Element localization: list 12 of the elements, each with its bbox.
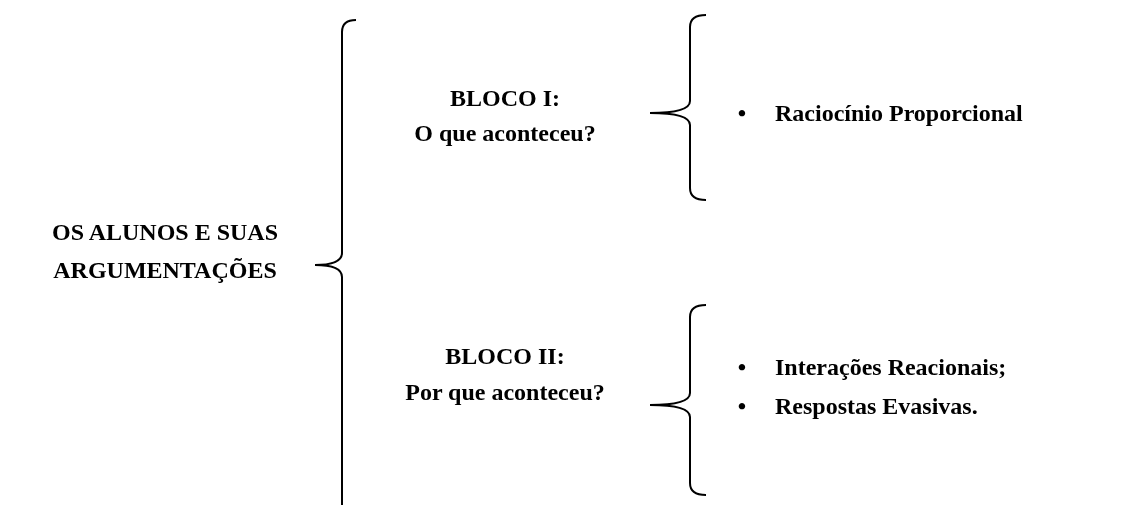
label-text: ARGUMENTAÇÕES	[53, 256, 277, 285]
list-item-text: Respostas Evasivas.	[775, 392, 978, 421]
list-item-text: Raciocínio Proporcional	[775, 99, 1023, 128]
bullet-mark: •	[737, 392, 747, 421]
bullet-mark: •	[737, 99, 747, 128]
label-text: BLOCO II:	[445, 342, 565, 371]
bullet-mark: •	[737, 353, 747, 382]
label-text: O que aconteceu?	[414, 119, 596, 148]
list-item-text: Interações Reacionais;	[775, 353, 1007, 382]
label-text: OS ALUNOS E SUAS	[51, 218, 279, 247]
label-text: BLOCO I:	[450, 84, 560, 113]
label-text: Por que aconteceu?	[405, 378, 605, 407]
